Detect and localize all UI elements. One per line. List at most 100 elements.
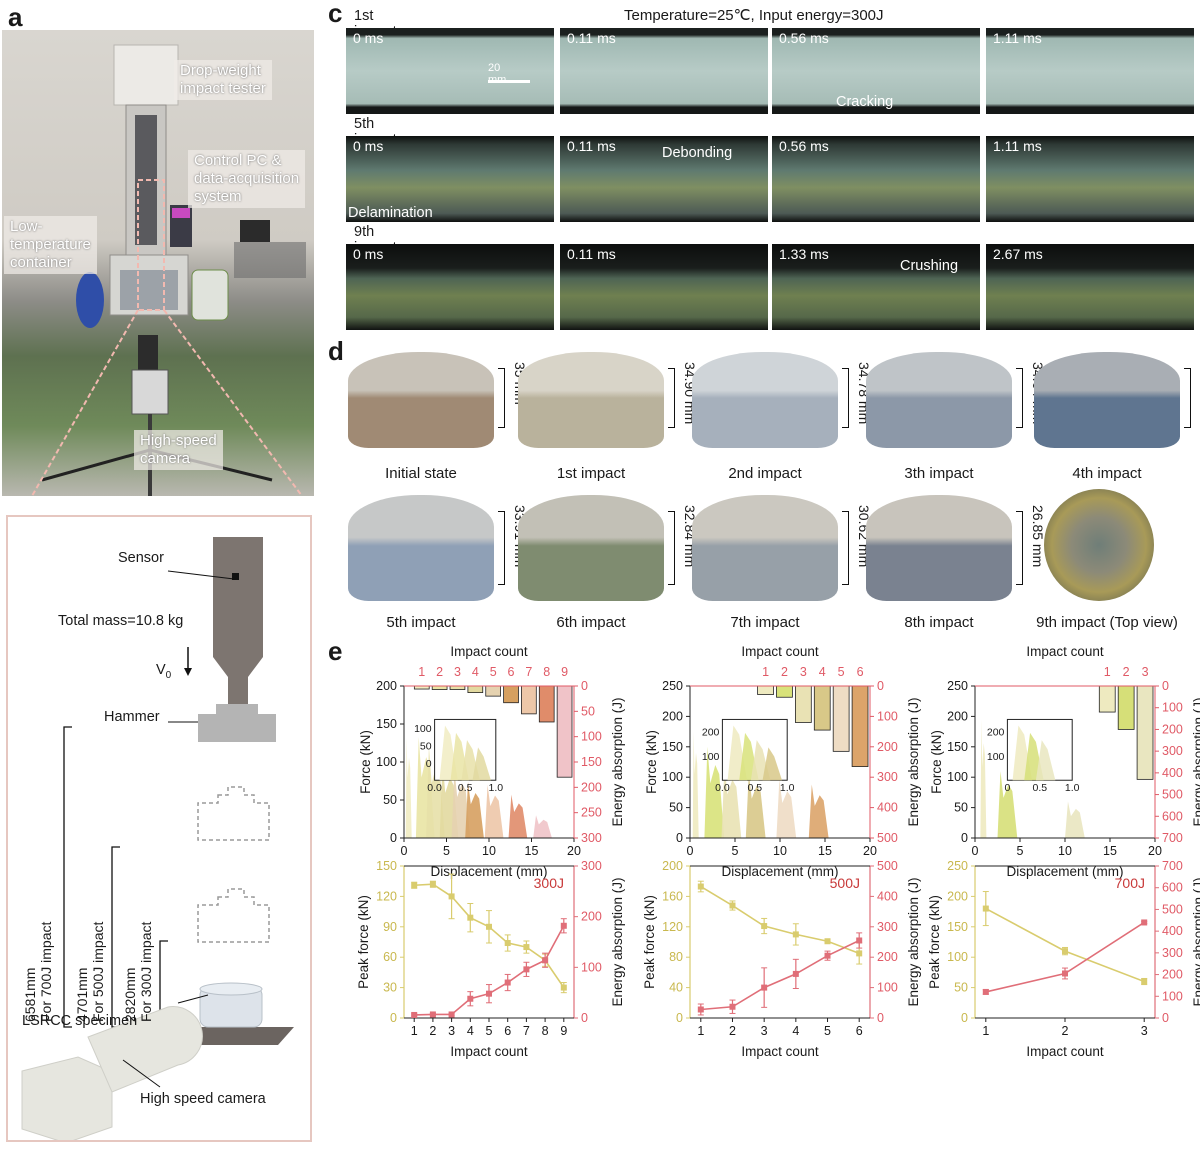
force-curve <box>426 746 445 838</box>
impact-count-tick: 1 <box>762 665 769 679</box>
impact-count-tick: 4 <box>819 665 826 679</box>
y2-tick-label: 100 <box>877 981 898 995</box>
height-bracket-2 <box>668 368 675 428</box>
inset-x-tick-label: 1.0 <box>488 782 503 794</box>
frame-1-4: 1.11 ms <box>986 28 1194 114</box>
energy-bar <box>1136 685 1154 780</box>
data-point <box>856 937 863 944</box>
drop-weight-schematic <box>21 537 294 1140</box>
force-curve <box>997 771 1018 838</box>
y2-axis-label: Energy absorption (J) <box>1191 877 1200 1006</box>
x-tick-label: 8 <box>542 1024 549 1038</box>
y2-tick-label: 100 <box>581 960 602 974</box>
x-tick-label: 20 <box>1148 844 1162 858</box>
total-mass-label: Total mass=10.8 kg <box>58 613 184 629</box>
x-axis-label: Impact count <box>1026 1044 1104 1059</box>
data-point <box>429 881 436 888</box>
inset-y-tick-label: 100 <box>987 751 1005 763</box>
force-curve <box>704 746 725 838</box>
y-tick-label: 200 <box>662 709 683 723</box>
x-tick-label: 2 <box>429 1024 436 1038</box>
data-point <box>467 914 474 921</box>
data-point <box>504 979 511 986</box>
data-point <box>697 883 704 890</box>
y-tick-label: 100 <box>662 770 683 784</box>
y2-tick-label: 50 <box>581 704 595 718</box>
data-point <box>856 950 863 957</box>
energy-bar <box>813 685 831 731</box>
x-tick-label: 9 <box>560 1024 567 1038</box>
frame-1-3: 0.56 ms <box>772 28 980 114</box>
x-tick-label: 5 <box>732 844 739 858</box>
y-tick-label: 150 <box>947 920 968 934</box>
data-point <box>411 1011 418 1018</box>
y2-tick-label: 400 <box>877 801 898 815</box>
data-point <box>1141 978 1148 985</box>
y2-tick-label: 200 <box>877 950 898 964</box>
height-bracket-4 <box>1016 368 1023 428</box>
height-300j-label: 2820mm For 300J impact <box>122 921 155 1022</box>
y-tick-label: 250 <box>662 679 683 693</box>
frame-timestamp: 0.11 ms <box>567 30 616 46</box>
x-axis-label: Displacement (mm) <box>430 864 547 879</box>
frame-3-3: 1.33 ms <box>772 244 980 330</box>
y2-axis-label: Energy absorption (J) <box>906 697 921 826</box>
energy-bar <box>757 685 774 695</box>
frame-1-2: 0.11 ms <box>560 28 768 114</box>
series-line-peak-force <box>700 885 860 955</box>
data-point <box>824 952 831 959</box>
y-tick-label: 200 <box>376 679 397 693</box>
energy-bar <box>851 685 869 767</box>
chart-title: Impact count <box>1026 644 1104 659</box>
specimen-label-4: 3th impact <box>904 465 974 482</box>
specimen-label: LSRCC specimen <box>22 1013 138 1029</box>
inset-curve <box>472 747 491 781</box>
y2-tick-label: 100 <box>581 730 602 744</box>
force-curve <box>465 781 484 838</box>
y2-tick-label: 0 <box>581 679 588 693</box>
specimen-label-9: 8th impact <box>904 614 974 631</box>
data-point <box>467 995 474 1002</box>
specimen-4 <box>866 352 1012 448</box>
x-tick-label: 0 <box>401 844 408 858</box>
y-axis-label: Peak force (kN) <box>356 895 371 989</box>
y2-tick-label: 100 <box>1162 989 1183 1003</box>
y2-tick-label: 150 <box>581 755 602 769</box>
crushing-annotation: Crushing <box>900 258 959 274</box>
impact-count-tick: 3 <box>1142 665 1149 679</box>
y-tick-label: 250 <box>947 859 968 873</box>
impact-count-tick: 1 <box>418 665 425 679</box>
x-tick-label: 1 <box>982 1024 989 1038</box>
y2-tick-label: 0 <box>1162 679 1169 693</box>
y-tick-label: 200 <box>947 889 968 903</box>
y-tick-label: 60 <box>383 950 397 964</box>
specimen-label-10: 9th impact (Top view) <box>1036 614 1178 631</box>
inset-x-tick-label: 0.0 <box>715 782 730 794</box>
data-point <box>792 931 799 938</box>
x-axis-label: Impact count <box>741 1044 819 1059</box>
inset-y-tick-label: 200 <box>702 727 720 739</box>
y2-tick-label: 0 <box>581 1011 588 1025</box>
inset-y-tick-label: 50 <box>420 740 432 752</box>
test-setup-photo: Drop-weight impact tester Control PC & d… <box>2 30 314 496</box>
x-tick-label: 0 <box>972 844 979 858</box>
data-point <box>560 922 567 929</box>
inset-x-tick-label: 0.5 <box>458 782 473 794</box>
y-tick-label: 50 <box>669 801 683 815</box>
frame-3-2: 0.11 ms <box>560 244 768 330</box>
x-tick-label: 3 <box>448 1024 455 1038</box>
frame-timestamp: 0 ms <box>353 138 384 154</box>
y2-tick-label: 300 <box>877 920 898 934</box>
data-point <box>486 923 492 930</box>
x-tick-label: 1 <box>411 1024 418 1038</box>
impact-count-tick: 2 <box>436 665 443 679</box>
y-tick-label: 200 <box>662 859 683 873</box>
y-axis-label: Peak force (kN) <box>642 895 657 989</box>
y2-tick-label: 500 <box>1162 788 1183 802</box>
y-tick-label: 160 <box>662 889 683 903</box>
specimen-label-3: 2nd impact <box>728 465 802 482</box>
impact-count-tick: 7 <box>525 665 532 679</box>
